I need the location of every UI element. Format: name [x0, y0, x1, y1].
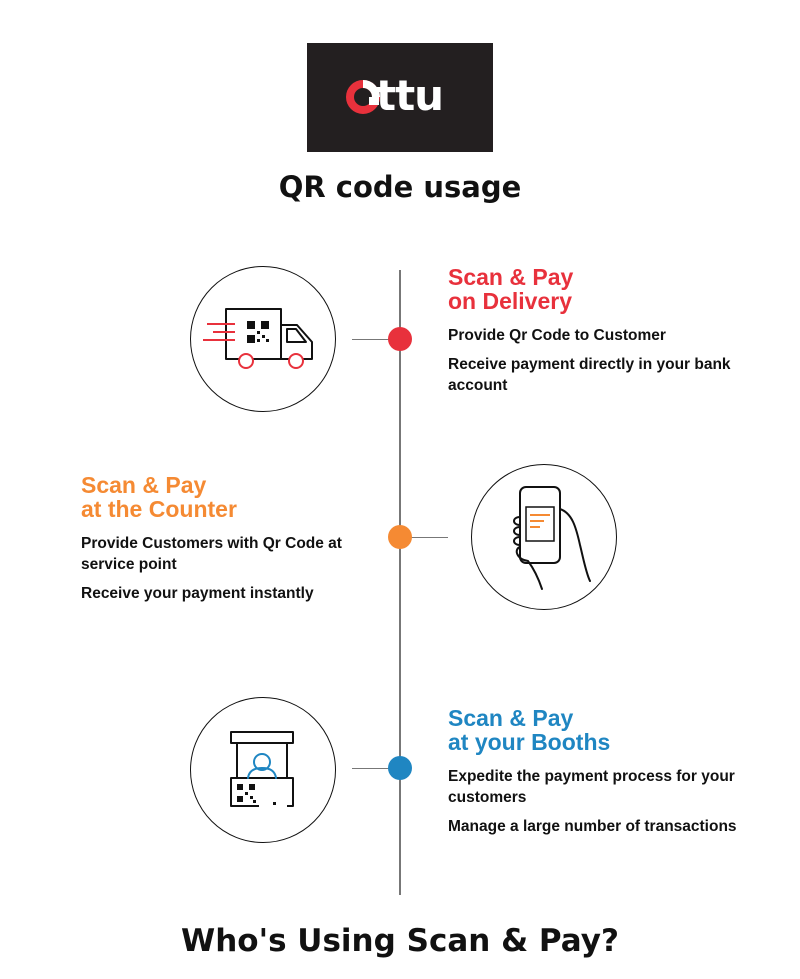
- delivery-icon-circle: [190, 266, 336, 412]
- section-title: Scan & Pay at your Booths: [448, 706, 768, 754]
- section-title: Scan & Pay on Delivery: [448, 265, 768, 313]
- hand-phone-qr-icon: [513, 486, 591, 590]
- section-title-line2: at the Counter: [81, 496, 237, 522]
- section-item: Expedite the payment process for your cu…: [448, 768, 735, 806]
- section-title-line2: on Delivery: [448, 288, 572, 314]
- section-item: Provide Customers with Qr Code at servic…: [81, 535, 342, 573]
- ottu-logo: ttu: [307, 43, 493, 152]
- section-item: Provide Qr Code to Customer: [448, 327, 666, 344]
- section-title-line2: at your Booths: [448, 729, 611, 755]
- section-delivery: Scan & Pay on Delivery Provide Qr Code t…: [448, 265, 768, 404]
- section-title-line1: Scan & Pay: [448, 264, 574, 290]
- section-booths: Scan & Pay at your Booths Expedite the p…: [448, 706, 768, 845]
- ottu-logo-mark-icon: [346, 80, 380, 114]
- timeline-connector: [352, 768, 390, 769]
- counter-icon-circle: [471, 464, 617, 610]
- section-title-line1: Scan & Pay: [448, 705, 574, 731]
- booth-attendant-qr-icon: [230, 731, 294, 810]
- timeline-connector: [352, 339, 390, 340]
- timeline-dot-orange: [388, 525, 412, 549]
- booth-icon-circle: [190, 697, 336, 843]
- ottu-logo-text: ttu: [376, 71, 444, 120]
- section-counter: Scan & Pay at the Counter Provide Custom…: [81, 473, 381, 612]
- section-item: Receive payment directly in your bank ac…: [448, 356, 731, 394]
- timeline-dot-blue: [388, 756, 412, 780]
- section-item: Manage a large number of transactions: [448, 818, 737, 835]
- section-title-line1: Scan & Pay: [81, 472, 207, 498]
- section-title: Scan & Pay at the Counter: [81, 473, 381, 521]
- timeline-connector: [410, 537, 448, 538]
- delivery-truck-qr-icon: [203, 308, 313, 369]
- page-title: QR code usage: [278, 170, 522, 204]
- section-item: Receive your payment instantly: [81, 585, 314, 602]
- footer-title: Who's Using Scan & Pay?: [181, 923, 619, 959]
- timeline-line: [399, 270, 401, 895]
- timeline-dot-red: [388, 327, 412, 351]
